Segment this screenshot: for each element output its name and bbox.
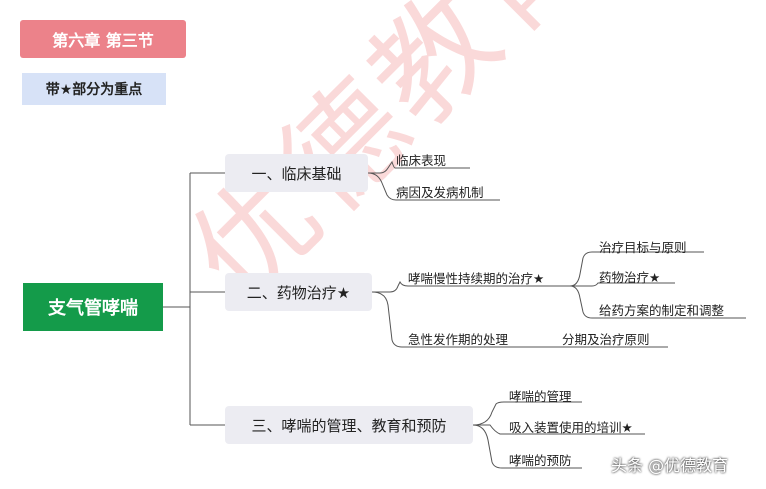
- leaf-inhaler-training[interactable]: 吸入装置使用的培训★: [509, 420, 633, 435]
- connector-b1-c1: [368, 160, 470, 174]
- connector-b2-c2: [371, 291, 668, 348]
- root-node[interactable]: 支气管哮喘: [23, 283, 163, 331]
- connector-b3-c1: [472, 401, 582, 426]
- connector-chronic-c2: [570, 282, 675, 287]
- branch-drug-therapy[interactable]: 二、药物治疗★: [225, 273, 372, 311]
- leaf-chronic-phase[interactable]: 哮喘慢性持续期的治疗★: [408, 271, 545, 286]
- credit-watermark: 头条 @优德教育: [611, 456, 729, 475]
- branch-clinical-basis[interactable]: 一、临床基础: [225, 154, 368, 192]
- connector-b1-c2: [367, 172, 500, 201]
- chapter-tag: 第六章 第三节: [20, 20, 186, 58]
- leaf-clinical-manifestation[interactable]: 临床表现: [396, 153, 447, 168]
- leaf-etiology[interactable]: 病因及发病机制: [396, 185, 484, 200]
- key-note-tag: 带★部分为重点: [22, 73, 166, 105]
- leaf-asthma-prevention[interactable]: 哮喘的预防: [509, 453, 572, 468]
- leaf-drug-treatment[interactable]: 药物治疗★: [599, 270, 661, 285]
- leaf-staging-principles[interactable]: 分期及治疗原则: [562, 332, 650, 347]
- connector-chronic-c1: [569, 251, 704, 287]
- leaf-treatment-goals[interactable]: 治疗目标与原则: [599, 240, 687, 255]
- leaf-acute-phase[interactable]: 急性发作期的处理: [408, 332, 509, 347]
- branch-management[interactable]: 三、哮喘的管理、教育和预防: [225, 406, 473, 444]
- connector-b3-c2: [473, 424, 645, 435]
- leaf-asthma-management[interactable]: 哮喘的管理: [509, 389, 572, 404]
- connector-chronic-c3: [569, 285, 746, 319]
- connector-b3-c3: [472, 424, 582, 469]
- connector-b2-c1: [372, 280, 570, 293]
- leaf-dosing-plan[interactable]: 给药方案的制定和调整: [599, 303, 725, 318]
